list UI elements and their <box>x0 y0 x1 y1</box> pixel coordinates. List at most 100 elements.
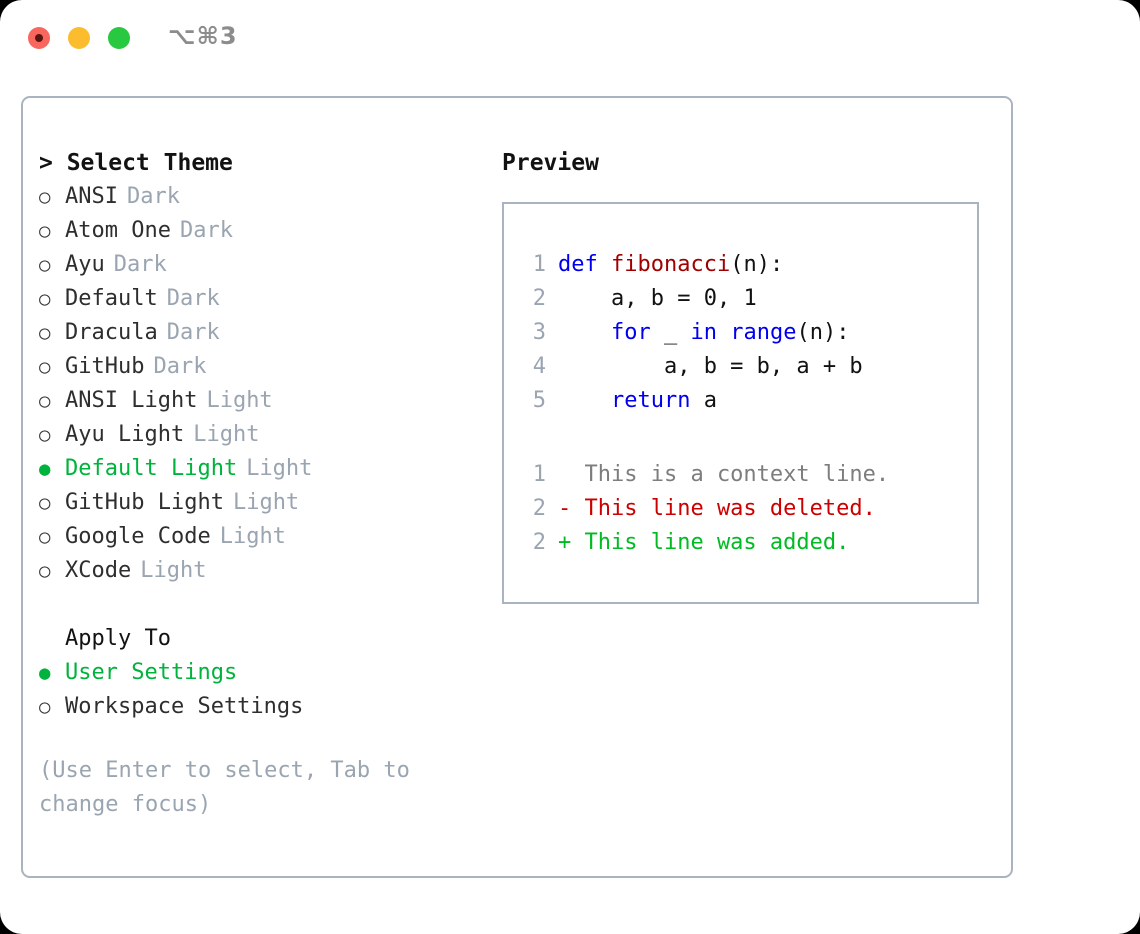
diff-sample: 1 This is a context line.2- This line wa… <box>516 458 971 560</box>
preview-header: Preview <box>502 150 599 176</box>
theme-item-label: Default Light <box>65 456 238 481</box>
radio-unselected-icon: ○ <box>39 696 51 718</box>
code-token <box>558 388 611 413</box>
code-token <box>717 320 730 345</box>
radio-unselected-icon: ○ <box>39 186 51 208</box>
theme-item-badge: Dark <box>153 354 207 379</box>
code-token: for <box>610 320 651 345</box>
theme-item[interactable]: ○ Google Code Light <box>39 520 499 554</box>
theme-item-badge: Dark <box>179 218 233 243</box>
diff-line: 1 This is a context line. <box>516 458 971 492</box>
code-token: a, b = <box>558 286 704 311</box>
code-line-content: a, b = 0, 1 <box>558 282 757 316</box>
theme-item-label: Google Code <box>65 524 211 549</box>
theme-item-label: Default <box>65 286 158 311</box>
apply-to-item-label: User Settings <box>65 660 238 685</box>
apply-to-item[interactable]: ● User Settings <box>39 656 499 690</box>
diff-line: 2- This line was deleted. <box>516 492 971 526</box>
diff-line-number: 1 <box>532 462 546 487</box>
theme-item-badge: Light <box>232 490 300 515</box>
theme-item-label: Ayu Light <box>65 422 185 447</box>
close-window-button[interactable] <box>28 27 50 49</box>
theme-item-badge: Light <box>206 388 273 413</box>
diff-line-content: This is a context line. <box>558 462 890 487</box>
code-token <box>558 320 611 345</box>
code-token: a <box>690 388 717 413</box>
code-line-content: a, b = b, a + b <box>558 350 863 384</box>
theme-item-badge: Dark <box>166 320 220 345</box>
code-line: 4 a, b = b, a + b <box>516 350 971 384</box>
keyboard-shortcut-label: ⌥⌘3 <box>168 22 238 50</box>
code-token: 1 <box>743 286 757 311</box>
title-bar: ⌥⌘3 <box>0 0 1140 78</box>
code-line: 2 a, b = 0, 1 <box>516 282 971 316</box>
code-line-number: 4 <box>532 354 546 379</box>
maximize-window-button[interactable] <box>108 27 130 49</box>
radio-unselected-icon: ○ <box>39 560 51 582</box>
code-line: 1 def fibonacci(n): <box>516 248 971 282</box>
code-line-content: return a <box>558 384 717 418</box>
theme-item-label: ANSI Light <box>65 388 198 413</box>
apply-to-header: Apply To <box>65 626 171 651</box>
code-token: 0 <box>703 286 717 311</box>
radio-unselected-icon: ○ <box>39 220 51 242</box>
radio-selected-icon: ● <box>39 458 51 480</box>
theme-item-label: GitHub <box>65 354 145 379</box>
theme-item-badge: Light <box>219 524 286 549</box>
code-line-number: 1 <box>532 252 546 277</box>
theme-item-label: XCode <box>65 558 132 583</box>
theme-item[interactable]: ○ Atom One Dark <box>39 214 499 248</box>
code-token: a, b = b, a + b <box>558 354 863 379</box>
theme-item-badge: Dark <box>126 184 180 209</box>
code-token: return <box>610 388 691 413</box>
code-line: 3 for _ in range(n): <box>516 316 971 350</box>
radio-unselected-icon: ○ <box>39 526 51 548</box>
code-token: (n): <box>730 252 784 277</box>
apply-to-item[interactable]: ○ Workspace Settings <box>39 690 499 724</box>
theme-item-badge: Light <box>140 558 207 583</box>
theme-item-label: Dracula <box>65 320 158 345</box>
radio-unselected-icon: ○ <box>39 356 51 378</box>
theme-item[interactable]: ○ Default Dark <box>39 282 499 316</box>
code-token: def <box>558 252 611 277</box>
apply-to-item-label: Workspace Settings <box>65 694 304 719</box>
code-line: 5 return a <box>516 384 971 418</box>
theme-item-label: ANSI <box>65 184 118 209</box>
radio-selected-icon: ● <box>39 662 51 684</box>
select-theme-header: > Select Theme <box>39 150 233 176</box>
code-line-number: 3 <box>532 320 546 345</box>
code-token: in <box>690 320 717 345</box>
theme-item-badge: Dark <box>166 286 220 311</box>
radio-unselected-icon: ○ <box>39 492 51 514</box>
radio-unselected-icon: ○ <box>39 254 51 276</box>
code-line-number: 2 <box>532 286 546 311</box>
code-line-content: def fibonacci(n): <box>558 248 783 282</box>
code-token: _ <box>650 320 691 345</box>
list-spacer <box>39 588 499 622</box>
theme-item[interactable]: ○ GitHub Dark <box>39 350 499 384</box>
theme-item[interactable]: ○ XCode Light <box>39 554 499 588</box>
minimize-window-button[interactable] <box>68 27 90 49</box>
diff-line-number: 2 <box>532 530 546 555</box>
radio-unselected-icon: ○ <box>39 288 51 310</box>
theme-item[interactable]: ○ ANSI Dark <box>39 180 499 214</box>
theme-item-label: Atom One <box>65 218 171 243</box>
code-line-content: for _ in range(n): <box>558 316 849 350</box>
diff-line-content: + This line was added. <box>558 530 850 555</box>
code-token: range <box>730 320 797 345</box>
apply-to-list[interactable]: ● User Settings ○ Workspace Settings <box>39 656 499 724</box>
code-token: , <box>716 286 744 311</box>
